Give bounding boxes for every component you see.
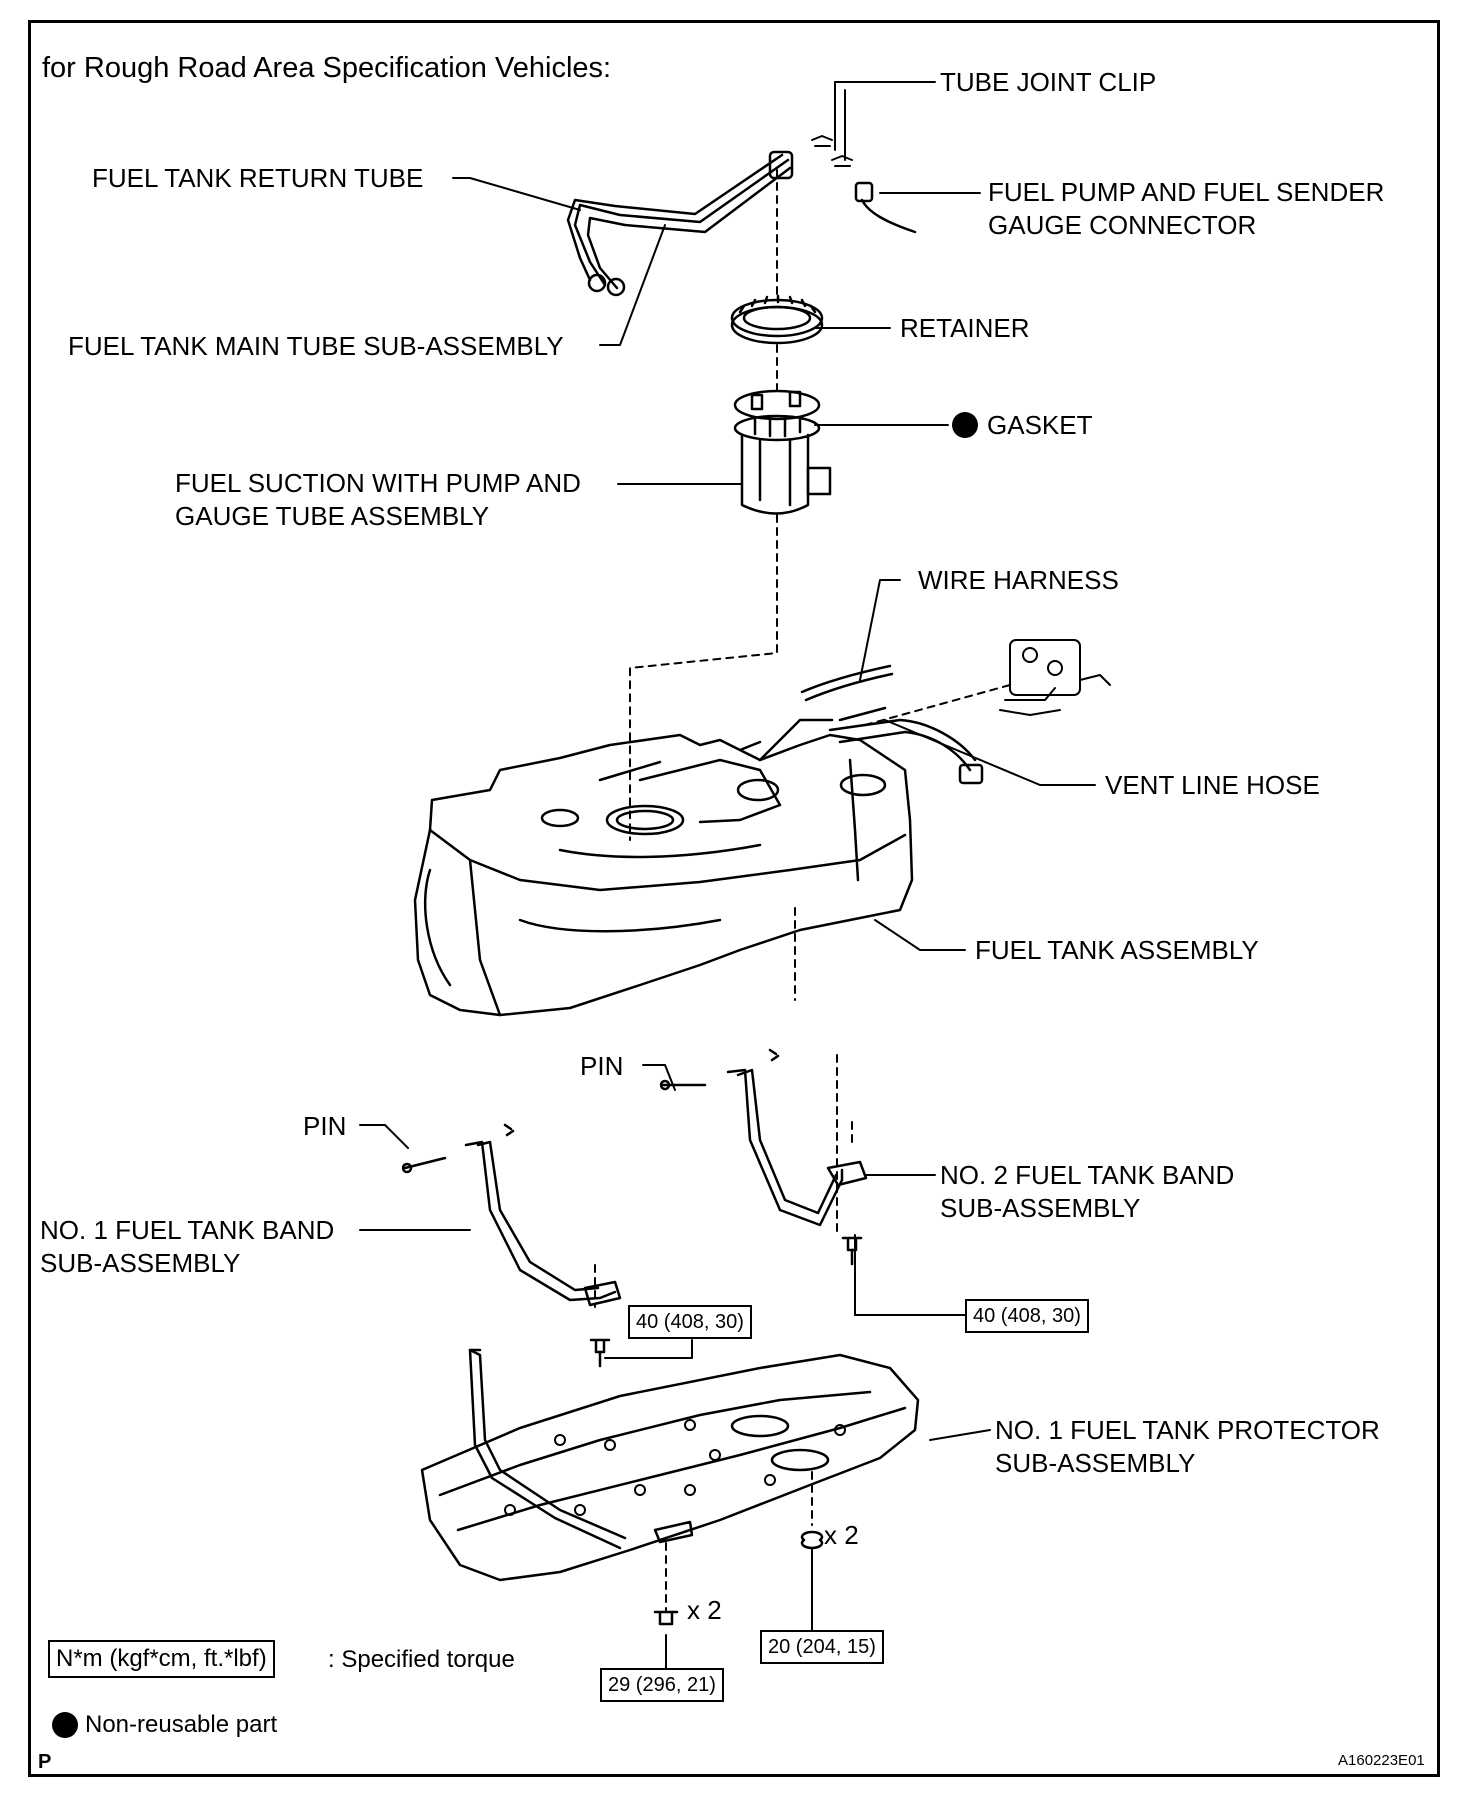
legend-nonreusable-label: Non-reusable part	[85, 1711, 278, 1738]
fuel-tank-protector	[420, 1348, 920, 1626]
label-protector-1: NO. 1 FUEL TANK PROTECTOR	[995, 1415, 1380, 1445]
label-wire-harness: WIRE HARNESS	[918, 565, 1119, 595]
no2-fuel-tank-band	[659, 1048, 868, 1266]
label-fuel-tank-main-tube: FUEL TANK MAIN TUBE SUB-ASSEMBLY	[68, 331, 564, 361]
label-no1-band-1: NO. 1 FUEL TANK BAND	[40, 1215, 335, 1245]
wire-harness	[800, 664, 894, 702]
label-fuel-tank-assembly: FUEL TANK ASSEMBLY	[975, 935, 1259, 965]
diagram-border	[28, 20, 1440, 1777]
protector-nut-quantity: x 2	[824, 1520, 859, 1550]
fuel-pump-assembly	[733, 389, 832, 515]
assembly-centerlines	[594, 169, 1011, 1613]
fuel-tank-body	[413, 706, 984, 1017]
label-no2-band-2: SUB-ASSEMBLY	[940, 1193, 1141, 1223]
no1-fuel-tank-band	[401, 1123, 622, 1368]
figure-id: A160223E01	[1338, 1752, 1425, 1769]
protector-bolt-quantity: x 2	[687, 1595, 722, 1625]
page-title: for Rough Road Area Specification Vehicl…	[42, 52, 612, 84]
legend-torque-unit: N*m (kgf*cm, ft.*lbf)	[48, 1640, 275, 1678]
pump-unit-sketch	[999, 639, 1111, 716]
corner-mark: P	[38, 1751, 52, 1773]
fuel-tubes	[566, 150, 794, 297]
label-fuel-suction-1: FUEL SUCTION WITH PUMP AND	[175, 468, 581, 498]
label-retainer: RETAINER	[900, 313, 1030, 343]
label-fuel-suction-2: GAUGE TUBE ASSEMBLY	[175, 501, 490, 531]
label-fuel-tank-return-tube: FUEL TANK RETURN TUBE	[92, 163, 424, 193]
torque-no2-band-bolt: 40 (408, 30)	[965, 1299, 1089, 1333]
label-gasket: GASKET	[987, 410, 1093, 440]
retainer-ring	[730, 294, 824, 345]
label-vent-line-hose: VENT LINE HOSE	[1105, 770, 1320, 800]
label-fuel-pump-connector-2: GAUGE CONNECTOR	[988, 210, 1257, 240]
label-pin-lower: PIN	[303, 1111, 347, 1141]
label-tube-joint-clip: TUBE JOINT CLIP	[940, 67, 1157, 97]
torque-protector-nut: 20 (204, 15)	[760, 1630, 884, 1664]
torque-no1-band-bolt: 40 (408, 30)	[628, 1305, 752, 1339]
legend-torque-desc: : Specified torque	[328, 1646, 515, 1673]
label-no1-band-2: SUB-ASSEMBLY	[40, 1248, 241, 1278]
label-protector-2: SUB-ASSEMBLY	[995, 1448, 1196, 1478]
legend-nonreusable-dot	[52, 1712, 78, 1738]
label-fuel-pump-connector-1: FUEL PUMP AND FUEL SENDER	[988, 177, 1385, 207]
nonreusable-marker-gasket	[952, 412, 978, 438]
tube-joint-clips	[811, 135, 853, 167]
torque-protector-bolt: 29 (296, 21)	[600, 1668, 724, 1702]
label-no2-band-1: NO. 2 FUEL TANK BAND	[940, 1160, 1235, 1190]
pump-connector	[854, 181, 917, 234]
label-pin-upper: PIN	[580, 1051, 624, 1081]
